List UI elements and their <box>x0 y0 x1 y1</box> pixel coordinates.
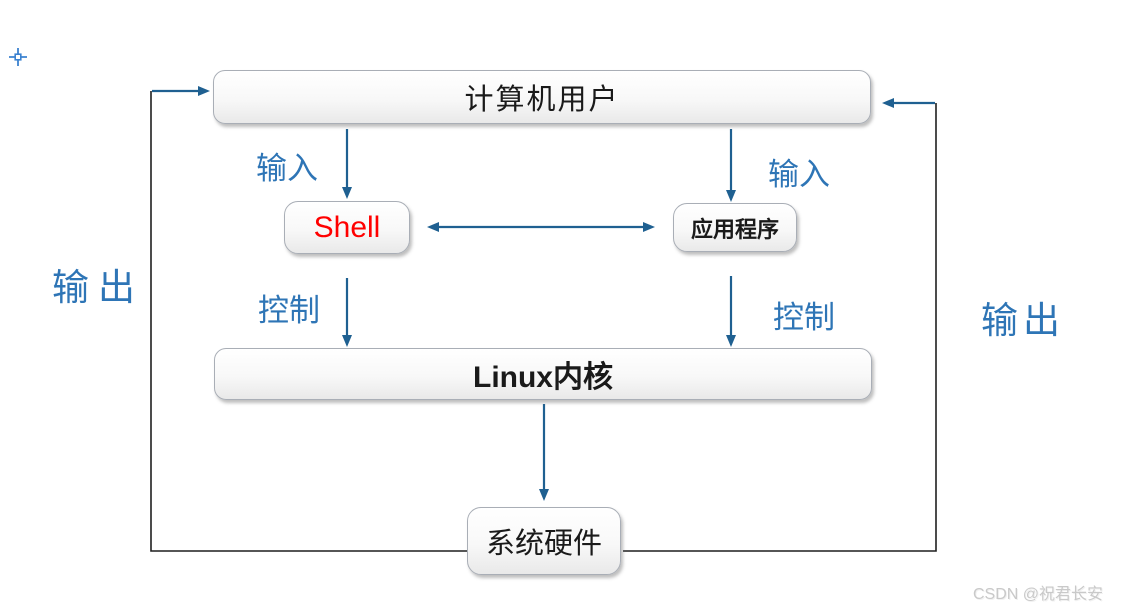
arrowhead-loop-left <box>198 86 210 96</box>
node-shell: Shell <box>284 201 410 254</box>
edge-label-input-left: 输入 <box>256 151 318 186</box>
arrowhead-application-side <box>643 222 655 232</box>
crosshair-icon <box>9 48 27 66</box>
node-system-hardware-label: 系统硬件 <box>485 528 602 560</box>
edge-label-output-left: 输出 <box>52 268 144 309</box>
arrowhead-application-to-kernel <box>726 335 736 347</box>
arrowhead-user-to-shell <box>342 187 352 199</box>
arrowhead-user-to-application <box>726 190 736 202</box>
node-shell-label: Shell <box>313 210 381 244</box>
output-loop-right-line <box>623 103 937 552</box>
watermark-text: CSDN @祝君长安 <box>973 586 1104 603</box>
edge-label-input-right: 输入 <box>768 157 830 192</box>
edge-label-output-right: 输出 <box>981 301 1065 342</box>
edge-label-control-right: 控制 <box>773 300 835 335</box>
node-application-label: 应用程序 <box>690 216 779 242</box>
node-system-hardware: 系统硬件 <box>467 507 621 575</box>
edge-label-control-left: 控制 <box>258 293 320 328</box>
arrowhead-loop-right <box>882 98 894 108</box>
node-computer-user: 计算机用户 <box>213 70 871 124</box>
arrowhead-shell-to-kernel <box>342 335 352 347</box>
output-loop-left-line <box>150 91 467 552</box>
node-computer-user-label: 计算机用户 <box>464 84 620 116</box>
node-linux-kernel-label: Linux内核 <box>473 361 613 394</box>
arrowhead-shell-side <box>427 222 439 232</box>
arrowhead-kernel-to-hardware <box>539 489 549 501</box>
node-application: 应用程序 <box>673 203 797 252</box>
node-linux-kernel: Linux内核 <box>214 348 872 400</box>
